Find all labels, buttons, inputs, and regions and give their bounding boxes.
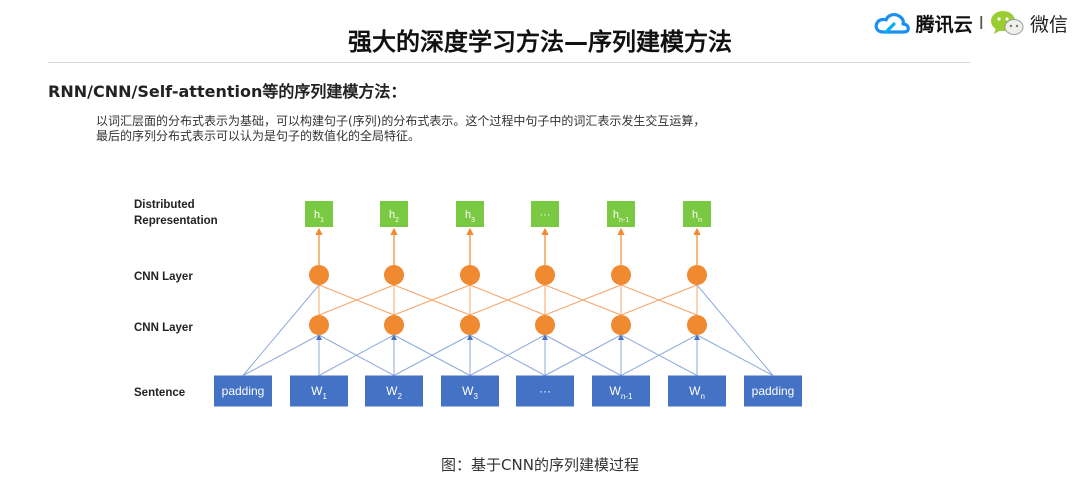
cnn-top-node (687, 265, 707, 285)
output-box (380, 201, 408, 227)
edge-input-to-cnn1 (469, 334, 546, 376)
title-divider (48, 62, 970, 63)
edge-input-to-cnn1 (318, 334, 395, 376)
output-label: h1 (314, 209, 324, 224)
edge-cnn1-to-cnn2 (620, 284, 698, 316)
output-box (456, 201, 484, 227)
input-label: Wn (689, 384, 705, 401)
input-label: W2 (386, 384, 402, 401)
cnn-bottom-node (611, 315, 631, 335)
edge-cnn1-to-cnn2 (544, 284, 622, 316)
input-box (592, 375, 650, 407)
section-subtitle: RNN/CNN/Self-attention等的序列建模方法： (48, 82, 407, 101)
input-label: padding (222, 384, 265, 398)
output-box (607, 201, 635, 227)
cnn-top-node (535, 265, 555, 285)
output-box (683, 201, 711, 227)
cnn-bottom-node (309, 315, 329, 335)
tencent-cloud-icon (874, 13, 910, 34)
cnn-bottom-node (687, 315, 707, 335)
output-label: h2 (389, 209, 399, 224)
label-distributed: Distributed (134, 199, 195, 211)
input-label: W3 (462, 384, 478, 401)
input-box (214, 375, 272, 407)
edge-cnn1-to-cnn2 (318, 284, 395, 316)
edge-cnn1-to-cnn2 (393, 284, 471, 316)
output-label: hn-1 (613, 209, 629, 224)
input-label: Wn-1 (610, 384, 633, 401)
output-box (531, 201, 559, 227)
input-box (668, 375, 726, 407)
output-label: ··· (540, 209, 551, 221)
input-box (365, 375, 423, 407)
input-box (516, 375, 574, 407)
cnn-top-node (309, 265, 329, 285)
cnn-top-node (460, 265, 480, 285)
cnn-bottom-node (460, 315, 480, 335)
edge-padding-to-cnn2 (696, 284, 774, 376)
brand-separator: I (978, 12, 984, 34)
input-box (290, 375, 348, 407)
edge-input-to-cnn1 (696, 334, 774, 376)
cnn-bottom-node (535, 315, 555, 335)
edge-input-to-cnn1 (393, 334, 471, 376)
output-box (305, 201, 333, 227)
input-box (441, 375, 499, 407)
brand-bar: 腾讯云 I 微信 (874, 8, 1068, 38)
cnn-top-node (384, 265, 404, 285)
cnn-top-node (611, 265, 631, 285)
input-label: ··· (539, 384, 551, 398)
brand-wechat-text: 微信 (1029, 13, 1068, 36)
edge-padding-to-cnn2 (242, 284, 320, 376)
figure-caption: 图：基于CNN的序列建模过程 (441, 456, 639, 474)
input-label: W1 (311, 384, 327, 401)
input-box (744, 375, 802, 407)
brand-tencent-text: 腾讯云 (915, 13, 973, 36)
edge-input-to-cnn1 (620, 334, 698, 376)
section-description: 以词汇层面的分布式表示为基础，可以构建句子(序列)的分布式表示。这个过程中句子中… (96, 114, 705, 144)
input-label: padding (752, 384, 795, 398)
wechat-icon (990, 11, 1024, 35)
label-representation: Representation (134, 215, 218, 227)
description-line-1: 以词汇层面的分布式表示为基础，可以构建句子(序列)的分布式表示。这个过程中句子中… (96, 114, 706, 128)
label-sentence: Sentence (134, 387, 185, 399)
output-label: h3 (465, 209, 475, 224)
edge-input-to-cnn1 (242, 334, 320, 376)
label-cnn-layer-top: CNN Layer (134, 271, 193, 283)
output-label: hn (692, 209, 702, 224)
description-line-2: 最后的序列分布式表示可以认为是句子的数值化的全局特征。 (96, 129, 421, 143)
cnn-bottom-node (384, 315, 404, 335)
page-title: 强大的深度学习方法—序列建模方法 (348, 28, 732, 56)
edge-cnn1-to-cnn2 (469, 284, 546, 316)
label-cnn-layer-bottom: CNN Layer (134, 322, 193, 334)
edge-input-to-cnn1 (544, 334, 622, 376)
